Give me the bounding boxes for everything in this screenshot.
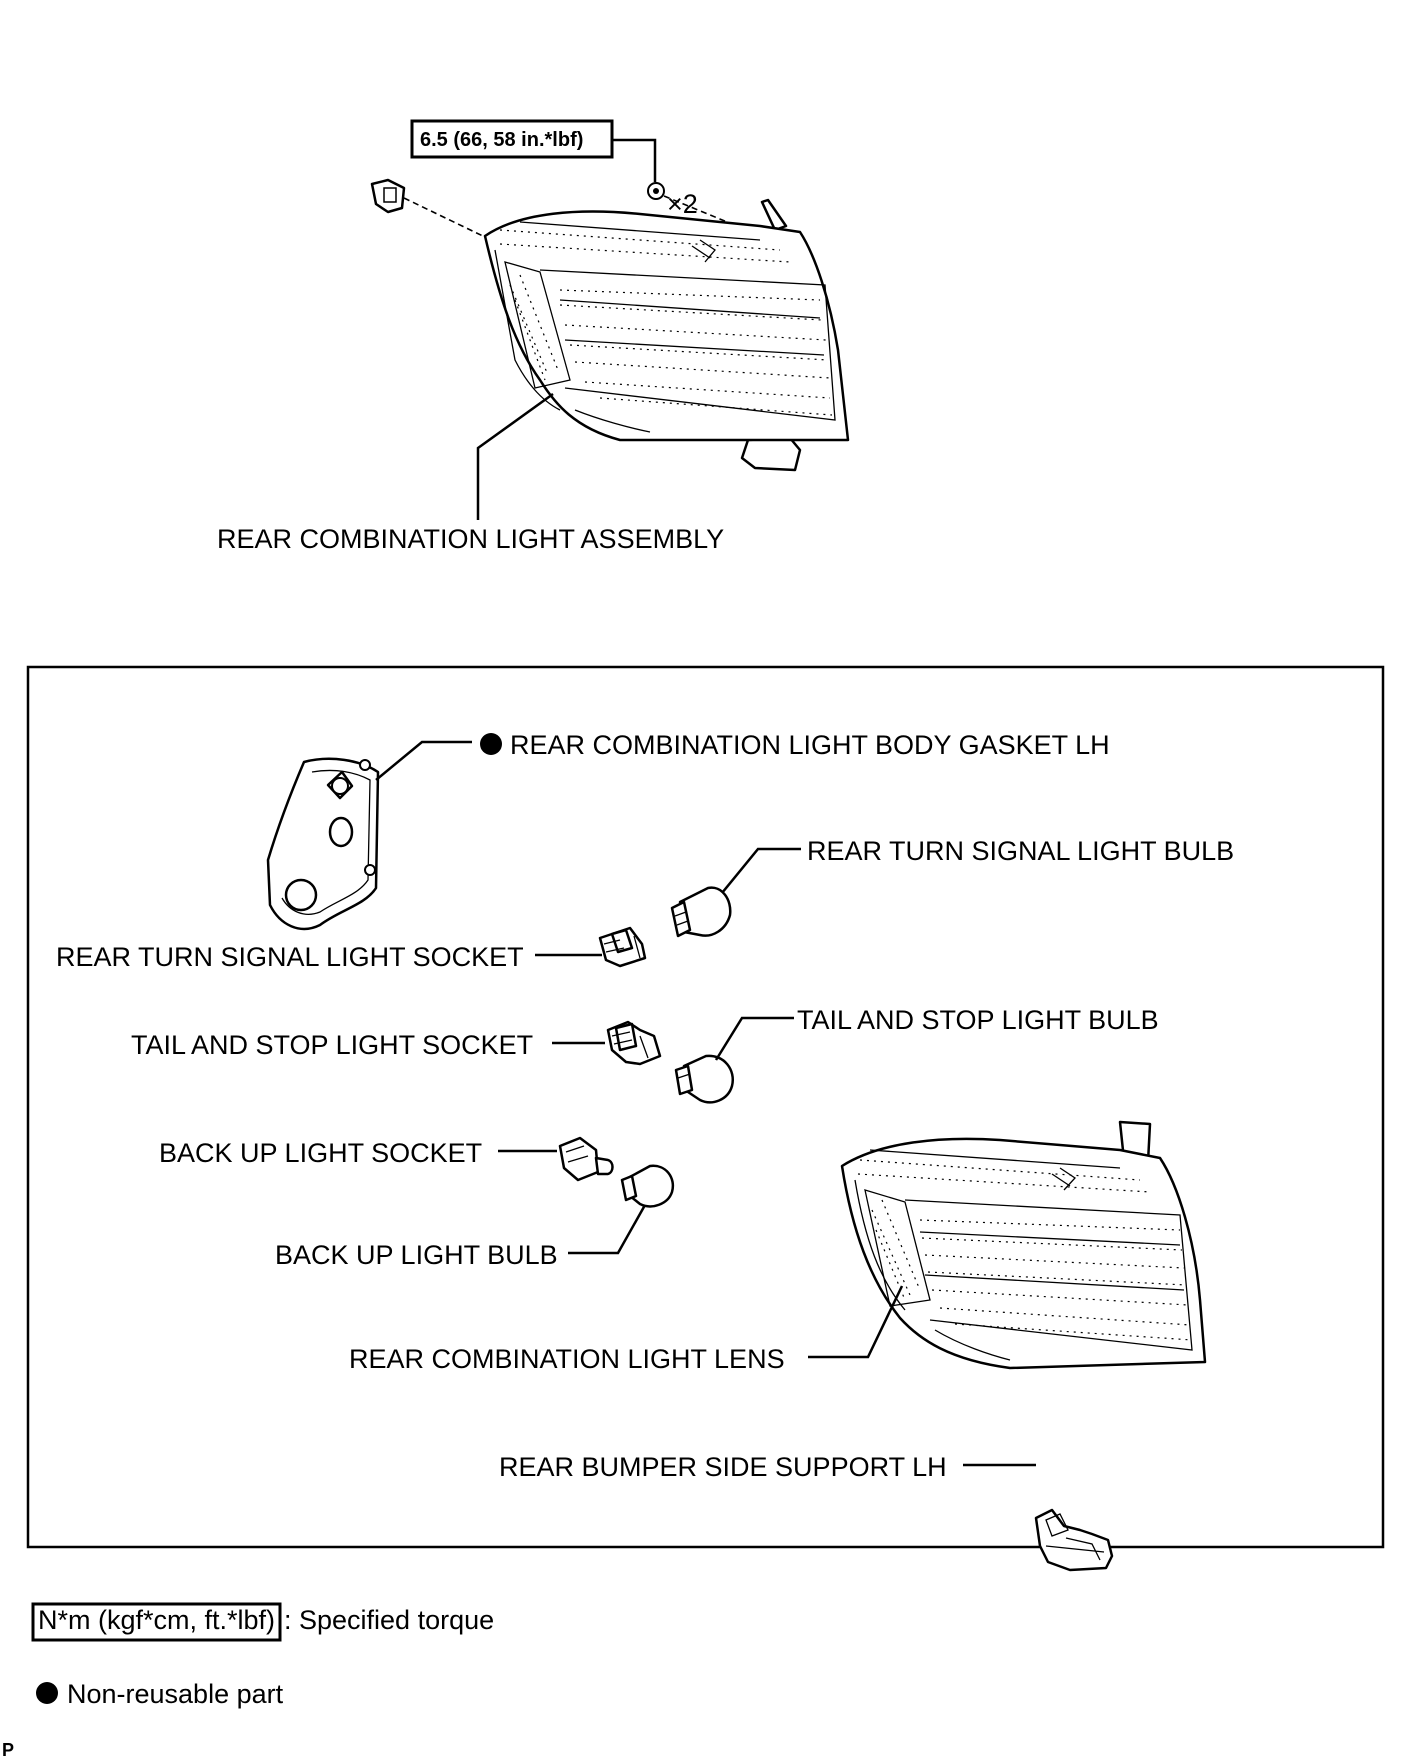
turn-signal-socket-drawing [598, 926, 647, 968]
tail-stop-bulb-drawing [674, 1054, 735, 1104]
bumper-side-support-drawing [1034, 1508, 1114, 1572]
turn-signal-bulb-drawing [670, 886, 732, 938]
nut-quantity: ×2 [667, 189, 698, 219]
tail-socket-label: TAIL AND STOP LIGHT SOCKET [131, 1030, 533, 1060]
gasket-label: REAR COMBINATION LIGHT BODY GASKET LH [510, 730, 1110, 760]
assembly-label: REAR COMBINATION LIGHT ASSEMBLY [217, 524, 724, 554]
backup-bulb-label: BACK UP LIGHT BULB [275, 1240, 558, 1270]
torque-callout: 6.5 (66, 58 in.*lbf) [410, 119, 657, 182]
assembly-leader [476, 392, 554, 520]
lens-leader [808, 1285, 904, 1359]
tail-bulb-label: TAIL AND STOP LIGHT BULB [797, 1005, 1159, 1035]
tail-stop-socket-drawing [606, 1020, 662, 1066]
backup-socket-drawing [558, 1136, 614, 1182]
component-frame [26, 665, 1385, 1549]
non-reusable-dot-icon [36, 1682, 58, 1704]
tail-bulb-leader [714, 1016, 794, 1061]
bumper-support-label: REAR BUMPER SIDE SUPPORT LH [499, 1452, 947, 1482]
non-reusable-dot-icon [480, 733, 502, 755]
legend-torque-box-text: N*m (kgf*cm, ft.*lbf) [38, 1605, 275, 1635]
backup-socket-label: BACK UP LIGHT SOCKET [159, 1138, 482, 1168]
legend-torque-text: : Specified torque [284, 1605, 494, 1635]
turn-bulb-leader [721, 847, 801, 894]
gasket-leader [375, 740, 472, 781]
legend-nonreusable-text: Non-reusable part [67, 1679, 284, 1709]
backup-bulb-leader [568, 1204, 647, 1255]
torque-spec-text: 6.5 (66, 58 in.*lbf) [420, 129, 583, 151]
turn-bulb-label: REAR TURN SIGNAL LIGHT BULB [807, 836, 1234, 866]
combination-light-lens-drawing [840, 1120, 1207, 1370]
nut-icon [647, 182, 733, 225]
backup-bulb-drawing [620, 1164, 675, 1208]
clip-icon [370, 178, 488, 239]
body-gasket-drawing [266, 757, 380, 931]
rear-combination-light-assembly-drawing [483, 198, 850, 472]
turn-socket-label: REAR TURN SIGNAL LIGHT SOCKET [56, 942, 524, 972]
legend-torque-box [31, 1602, 282, 1642]
lens-label: REAR COMBINATION LIGHT LENS [349, 1344, 785, 1374]
corner-mark: P [2, 1740, 14, 1760]
